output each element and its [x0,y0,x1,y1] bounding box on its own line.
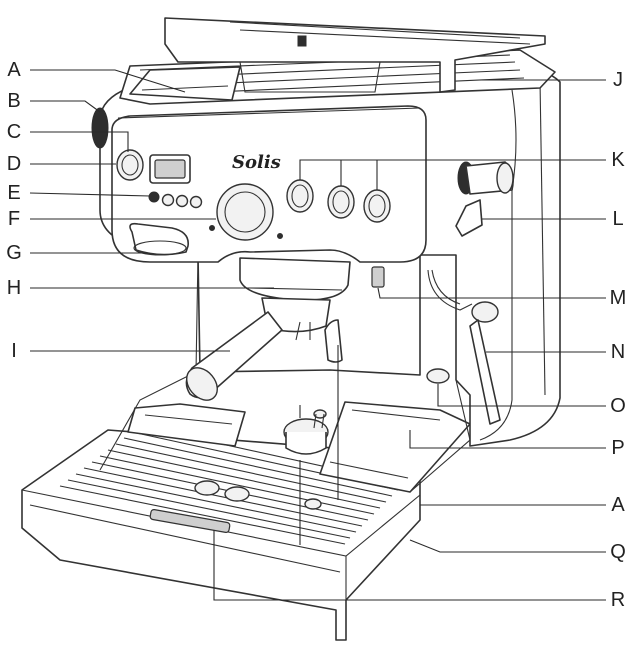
tamper [283,409,329,455]
side-knob [91,107,109,149]
label-part-j: J [613,69,623,91]
label-part-i: I [11,340,17,362]
label-part-f: F [7,208,21,230]
accessory-tray-left [127,403,246,447]
steam-indicator [426,368,450,384]
label-part-a2: A [611,494,625,516]
grill-hole-left [194,480,220,496]
label-part-k: K [611,149,625,171]
label-part-l: L [612,208,624,230]
label-part-o: O [610,395,626,417]
pressure-gauge [209,183,283,241]
label-part-g: G [6,242,22,264]
label-part-q: Q [610,541,626,563]
label-part-e: E [7,182,21,204]
group-head [239,257,351,302]
power-button [116,149,144,181]
water-tank-lid [164,17,546,93]
steam-controls [427,161,514,425]
brand-logo: Solis [232,152,281,173]
accessory-tray-right [319,401,471,493]
lid-hinge [297,35,307,47]
leader-lines [29,69,606,601]
label-part-c: C [6,121,22,143]
label-part-r: R [610,589,626,611]
label-part-n: N [610,341,626,363]
control-panel [111,105,427,263]
hot-water-outlet [371,266,385,288]
grill-hole-small [304,498,322,510]
portafilter [185,297,331,401]
drip-tray [21,429,421,641]
label-part-m: M [609,287,627,309]
water-level-window [149,509,231,533]
grill-hole-right [224,486,250,502]
function-buttons [148,191,203,209]
label-part-h: H [6,277,22,299]
label-part-b: B [7,90,21,112]
grinder-knob [129,222,189,256]
label-part-d: D [6,153,22,175]
brew-buttons [286,179,391,223]
label-part-a: A [7,59,21,81]
label-part-p: P [611,437,625,459]
